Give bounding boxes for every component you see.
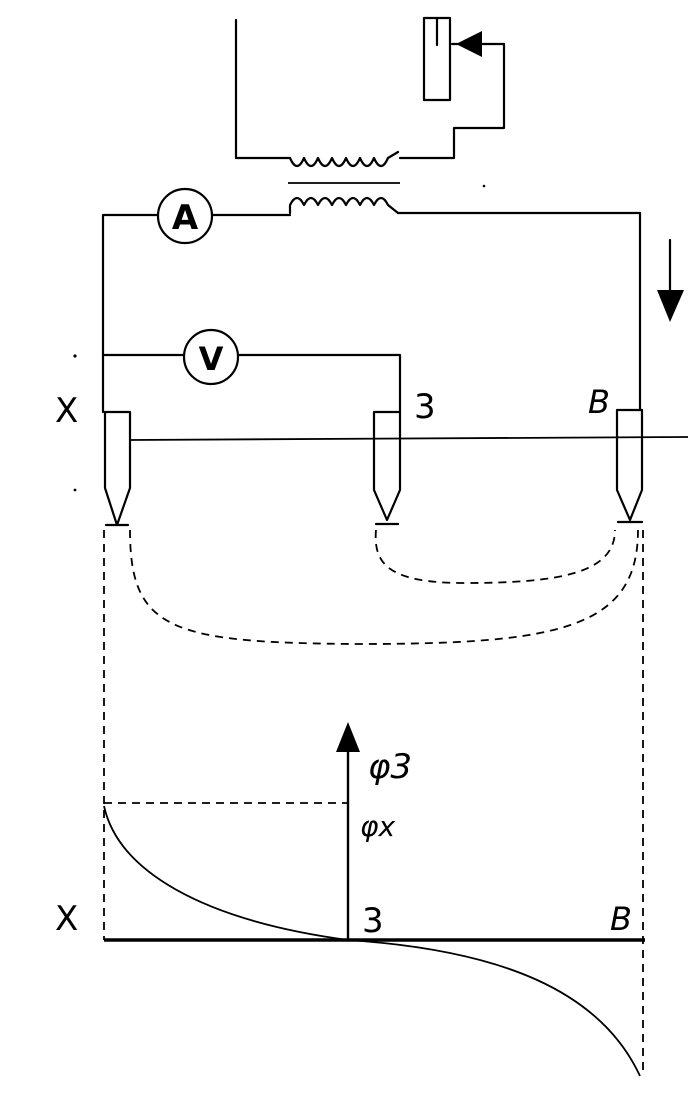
electrode-z bbox=[372, 410, 402, 526]
potential-graph bbox=[103, 722, 645, 1077]
svg-text:A: A bbox=[172, 198, 199, 238]
electrode-x bbox=[103, 410, 132, 527]
ammeter: A bbox=[156, 187, 214, 245]
transformer bbox=[234, 18, 400, 215]
electrode-label-z: 3 bbox=[414, 387, 436, 427]
secondary-winding bbox=[288, 196, 400, 215]
svg-text:V: V bbox=[199, 340, 224, 378]
electrode-label-b: B bbox=[588, 383, 610, 421]
current-flow-outer-dashed bbox=[129, 529, 639, 645]
graph-x-label-z: 3 bbox=[362, 901, 384, 941]
graph-x-label-b: B bbox=[610, 900, 632, 938]
rheostat-slider-arrow bbox=[456, 31, 482, 57]
graph-label-phi3: φ3 bbox=[368, 747, 412, 787]
current-direction-arrow bbox=[657, 238, 684, 322]
electrode-b bbox=[615, 408, 644, 524]
current-flow-inner-dashed bbox=[374, 529, 616, 584]
scan-specks bbox=[73, 184, 486, 492]
voltmeter: V bbox=[182, 328, 240, 386]
potential-curve bbox=[103, 805, 641, 1077]
graph-y-axis-arrow bbox=[336, 722, 360, 752]
rheostat bbox=[398, 16, 506, 160]
voltage-circuit bbox=[101, 353, 402, 414]
graph-x-label-x: X bbox=[55, 899, 78, 939]
graph-label-phix: φx bbox=[360, 810, 395, 843]
electrode-label-x: X bbox=[55, 391, 78, 431]
primary-winding bbox=[288, 150, 400, 168]
current-circuit bbox=[101, 211, 642, 414]
ground-surface-line bbox=[129, 436, 688, 441]
